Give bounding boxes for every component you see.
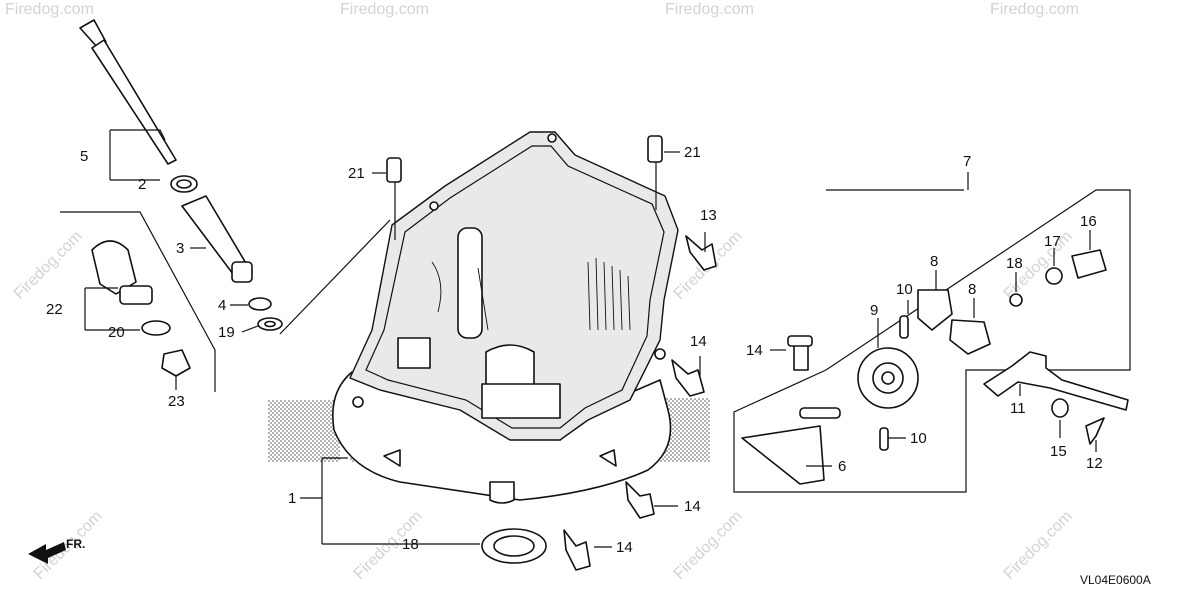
washer-16 xyxy=(1009,293,1023,307)
callout-18: 19 xyxy=(218,324,235,341)
callout-16: 18 xyxy=(1006,255,1023,272)
pin-lower xyxy=(879,427,889,451)
arrow-icon xyxy=(28,542,66,564)
callout-17: 18 xyxy=(402,536,419,553)
governor-gear xyxy=(857,347,919,409)
diagram-code: VL04E0600A xyxy=(1080,573,1151,587)
washer-15 xyxy=(1045,267,1063,285)
callout-10: 10 xyxy=(910,430,927,447)
callout-13: 14 xyxy=(746,342,763,359)
callout-8: 8 xyxy=(968,281,976,298)
callout-5: 5 xyxy=(80,148,88,165)
watermark: Firedog.com xyxy=(990,1,1079,18)
callout-3: 3 xyxy=(176,240,184,257)
callout-10: 10 xyxy=(896,281,913,298)
front-direction-indicator: FR. xyxy=(28,537,85,564)
callout-12: 11 xyxy=(1010,400,1026,417)
watermark: Firedog.com xyxy=(340,1,429,18)
governor-slider xyxy=(1071,249,1107,279)
flange-bolts xyxy=(563,235,717,571)
governor-weight xyxy=(917,289,953,331)
callout-14: 14 xyxy=(616,539,633,556)
callout-labels: 5 2 3 4 19 22 20 23 21 21 13 14 14 14 1 … xyxy=(46,144,1103,556)
leader-lines xyxy=(60,129,1097,548)
callout-23: 23 xyxy=(168,393,185,410)
governor-holder xyxy=(741,335,841,485)
callout-1: 1 xyxy=(288,490,296,507)
callout-14: 13 xyxy=(700,207,717,224)
callout-9: 9 xyxy=(870,302,878,319)
retainer-clip xyxy=(1085,417,1105,445)
callout-22: 22 xyxy=(46,301,63,318)
callout-11: 16 xyxy=(1080,213,1097,230)
governor-assembly-frame xyxy=(733,189,1131,493)
callout-6: 6 xyxy=(838,458,846,475)
governor-weight xyxy=(949,319,991,355)
watermark: Firedog.com xyxy=(11,228,86,303)
dowel-pin-right xyxy=(647,135,663,163)
watermark: Firedog.com xyxy=(5,1,94,18)
drain-plug-assembly xyxy=(91,240,191,377)
crankcase-cover xyxy=(332,131,679,504)
callout-19: 15 xyxy=(1050,443,1067,460)
callout-14: 14 xyxy=(684,498,701,515)
callout-20: 12 xyxy=(1086,455,1103,472)
dowel-pin-left xyxy=(386,157,402,183)
callout-14: 14 xyxy=(690,333,707,350)
watermark: Firedog.com xyxy=(665,1,754,18)
callout-2: 2 xyxy=(138,176,146,193)
oil-seal xyxy=(481,528,547,564)
callout-15: 17 xyxy=(1044,233,1061,250)
callout-21: 21 xyxy=(684,144,701,161)
washer-19 xyxy=(1051,398,1069,418)
dipstick-assembly xyxy=(79,19,283,331)
callout-7: 7 xyxy=(963,153,971,170)
watermark: Firedog.com xyxy=(1001,508,1076,583)
watermark: Firedog.com xyxy=(671,508,746,583)
pin-upper xyxy=(899,315,909,339)
callout-18: 20 xyxy=(108,324,125,341)
direction-label: FR. xyxy=(66,537,85,551)
callout-8: 8 xyxy=(930,253,938,270)
governor-arm-shaft xyxy=(983,351,1129,411)
callout-21: 21 xyxy=(348,165,365,182)
callout-4: 4 xyxy=(218,297,226,314)
